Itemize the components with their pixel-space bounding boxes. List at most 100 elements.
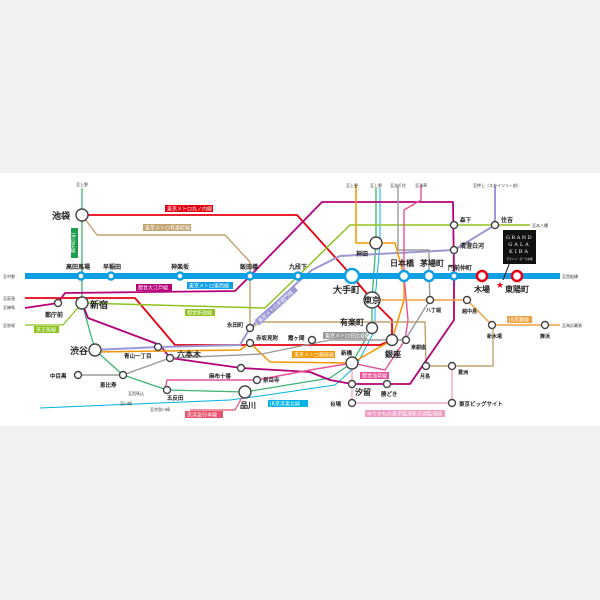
label-takadanobaba: 高田馬場	[66, 263, 90, 271]
label-shimbashi: 新橋	[341, 349, 353, 357]
label-waseda: 早稲田	[103, 263, 121, 271]
station-shinkiba[interactable]	[487, 320, 497, 330]
station-ginza[interactable]	[385, 333, 399, 347]
line-keikyu	[190, 391, 246, 411]
terminal-yamanote-up: 至上野	[76, 181, 88, 187]
station-toyocho[interactable]	[510, 269, 524, 283]
label-azabujuban: 麻布十番	[208, 372, 232, 380]
label-nihonbashi: 日本橋	[390, 258, 415, 268]
station-kiba[interactable]	[475, 269, 489, 283]
station-akasakamitsuke[interactable]	[245, 338, 255, 348]
station-sengakuji[interactable]	[252, 375, 262, 385]
label-shinkiba: 新木場	[487, 333, 502, 340]
station-shinagawa[interactable]	[238, 385, 252, 399]
badge-keio: 京王新線	[36, 327, 56, 334]
label-roppongi: 六本木	[177, 349, 202, 359]
label-morishita: 森下	[459, 216, 472, 224]
label-ginza: 銀座	[384, 349, 401, 359]
badge-shinjuku: 都営新宿線	[187, 310, 212, 317]
station-azabujuban[interactable]	[236, 363, 246, 373]
terminal-kawasaki: 至川崎	[120, 400, 132, 406]
terminal-ginza-ueno: 至上野	[346, 182, 358, 188]
badge-asakusa: 都営浅草線	[362, 373, 387, 380]
label-akasakamitsuke: 赤坂見附	[256, 334, 279, 342]
station-shiodome[interactable]	[347, 379, 357, 389]
map-panel	[0, 173, 600, 426]
station-hatchobori[interactable]	[425, 295, 435, 305]
station-toyosu[interactable]	[447, 361, 457, 371]
label-kiyosumi: 清澄白河	[460, 242, 484, 250]
station-morishita[interactable]	[449, 220, 459, 230]
station-ebisu[interactable]	[118, 370, 128, 380]
station-tokyo[interactable]	[363, 291, 381, 309]
badge-keikyu: 京浜急行本線	[187, 412, 217, 419]
station-kiyosumi[interactable]	[449, 245, 459, 255]
badge-keiyo: JR京葉線	[508, 317, 529, 324]
label-toyocho: 東陽町	[505, 284, 529, 294]
station-shimbashi[interactable]	[345, 356, 359, 370]
station-kagurazaka[interactable]	[175, 271, 185, 281]
label-sumiyoshi: 住吉	[501, 216, 513, 224]
terminal-sasazuka: 至笹塚	[3, 322, 15, 328]
terminal-ogikubo: 至荻窪	[3, 295, 15, 301]
station-otemachi[interactable]	[343, 267, 361, 285]
badge-hibiya: 東京メトロ日比谷線	[325, 333, 370, 340]
station-etchujima[interactable]	[462, 295, 472, 305]
station-roppongi[interactable]	[165, 353, 175, 363]
label-daiba: 台場	[330, 400, 342, 408]
label-shinjuku: 新宿	[90, 299, 108, 311]
label-shibuya: 渋谷	[70, 345, 89, 357]
station-kachidoki[interactable]	[382, 379, 392, 389]
station-waseda[interactable]	[106, 271, 116, 281]
terminal-nerima: 至練馬	[3, 304, 15, 310]
label-kiba: 木場	[473, 284, 490, 294]
station-tsukishima[interactable]	[421, 361, 431, 371]
terminal-kaihinmakuhari: 至海浜幕張	[562, 322, 582, 328]
station-nihonbashi[interactable]	[397, 269, 411, 283]
label-shiodome: 汐留	[355, 387, 371, 397]
station-sumiyoshi[interactable]	[490, 220, 500, 230]
station-gotanda[interactable]	[162, 385, 172, 395]
label-kasumigaseki: 霞ヶ関	[288, 334, 305, 342]
terminal-kitasenju: 至北千住	[390, 182, 406, 188]
station-takadanobaba[interactable]	[76, 271, 86, 281]
label-nakameguro: 中目黒	[50, 372, 67, 380]
line-marunouchi	[25, 214, 393, 346]
station-daiba[interactable]	[347, 398, 357, 408]
station-iidabashi[interactable]	[245, 271, 255, 281]
terminal-oshiage: 至押上（スカイツリー前）	[473, 182, 521, 188]
station-tochomae[interactable]	[53, 298, 63, 308]
label-kagurazaka: 神楽坂	[171, 263, 190, 271]
station-kudanshita[interactable]	[293, 271, 303, 281]
station-yurakucho[interactable]	[365, 321, 379, 335]
label-aoyama: 青山一丁目	[124, 352, 152, 360]
terminal-asakusa: 至浅草	[415, 182, 427, 188]
station-shibuya[interactable]	[88, 343, 102, 357]
label-gotanda: 五反田	[167, 394, 184, 402]
label-nagatacho: 永田町	[226, 321, 244, 329]
station-monzennakacho[interactable]	[449, 271, 459, 281]
label-iidabashi: 飯田橋	[239, 263, 259, 271]
station-kasumigaseki[interactable]	[307, 335, 317, 345]
station-bigsight[interactable]	[447, 398, 457, 408]
badge-oedo: 都営大江戸線	[138, 285, 168, 292]
station-higashiginza[interactable]	[401, 335, 411, 345]
badge-keihin-tohoku: JR京浜東北線	[269, 401, 300, 408]
station-shinjuku[interactable]	[75, 296, 89, 310]
brand-line2: GALA	[508, 242, 531, 248]
star-icon: ★	[496, 281, 504, 291]
terminal-keihin-ueno: 至上野	[370, 182, 382, 188]
label-hatchobori: 八丁堀	[425, 307, 441, 314]
station-kayabacho[interactable]	[422, 269, 436, 283]
station-nagatacho[interactable]	[245, 323, 255, 333]
station-nakameguro[interactable]	[73, 370, 83, 380]
brand-sub: グランド・ガーラ木場	[507, 257, 533, 261]
station-aoyama[interactable]	[153, 342, 163, 352]
stations	[53, 208, 550, 408]
station-kanda[interactable]	[369, 236, 383, 250]
station-maihama[interactable]	[540, 320, 550, 330]
station-ikebukuro[interactable]	[75, 208, 89, 222]
label-higashiginza: 東銀座	[411, 344, 426, 351]
label-tsukishima: 月島	[419, 373, 430, 380]
